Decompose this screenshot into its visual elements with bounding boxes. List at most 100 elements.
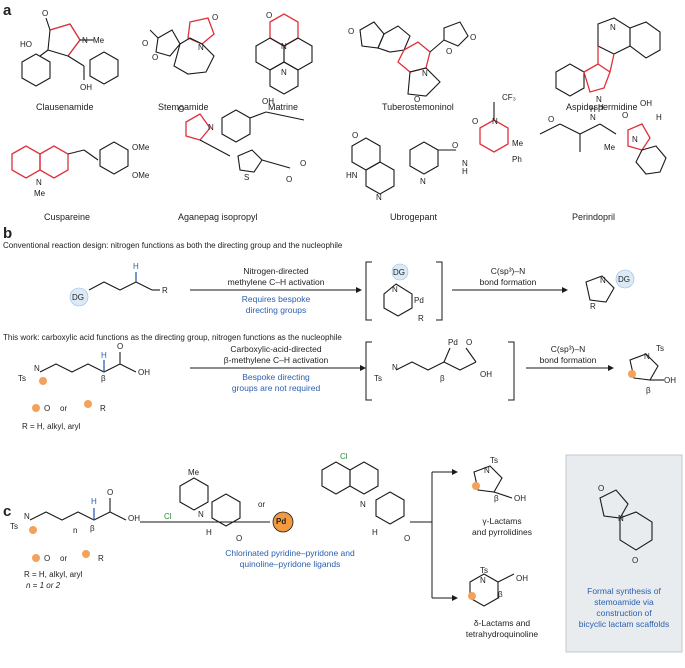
step2-line2: bond formation — [479, 277, 537, 287]
atom-dg-intermediate: DG — [393, 268, 405, 277]
legend-r-b: R — [100, 404, 106, 413]
svg-text:Me: Me — [604, 143, 616, 152]
step4-line1: C(sp³)–N — [550, 344, 586, 354]
step2-label: C(sp³)–N bond formation — [458, 266, 558, 288]
or-ligand: or — [258, 500, 266, 509]
caption-matrine: Matrine — [268, 102, 299, 112]
step4-label: C(sp³)–N bond formation — [528, 344, 608, 366]
r-definition-b: R = H, alkyl, aryl — [22, 422, 81, 431]
atom-beta-int: β — [440, 374, 445, 383]
dg-circle-intermediate — [391, 263, 409, 281]
atom-beta-c1: β — [90, 524, 95, 533]
svg-text:N: N — [36, 178, 42, 187]
svg-text:N: N — [281, 42, 287, 51]
atom-n-b1: N — [34, 364, 40, 373]
svg-text:OH: OH — [80, 83, 92, 92]
caption-cuspareine: Cuspareine — [44, 212, 91, 222]
svg-text:Me: Me — [93, 36, 105, 45]
atom-o-stem1: O — [598, 484, 605, 493]
legend-o-c: O — [44, 554, 51, 563]
panel-label-b: b — [3, 225, 13, 242]
conventional-title: Conventional reaction design: nitrogen f… — [3, 241, 343, 250]
step1-note-line1: Requires bespoke — [241, 294, 311, 304]
step1-label: Nitrogen-directed methylene C–H activati… — [206, 266, 346, 288]
step2-line1: C(sp³)–N — [490, 266, 526, 276]
atom-oh-gamma: OH — [514, 494, 526, 503]
svg-text:Me: Me — [34, 189, 46, 198]
svg-text:Ph: Ph — [512, 155, 522, 164]
orange-dot-legend-b — [32, 404, 40, 412]
svg-text:H: H — [598, 103, 604, 112]
svg-text:N: N — [208, 123, 214, 132]
ligand-caption: Chlorinated pyridine–pyridone and quinol… — [210, 548, 370, 570]
svg-text:CF₃: CF₃ — [502, 93, 516, 102]
atom-ts-prod-b: Ts — [656, 344, 664, 353]
atom-ts-b1: Ts — [18, 374, 26, 383]
panel-label-a: a — [3, 2, 12, 19]
svg-text:H: H — [590, 105, 596, 114]
atom-n-sub-c1: n — [73, 526, 78, 535]
stem-line4: bicyclic lactam scaffolds — [578, 619, 670, 629]
orange-dot-c3 — [468, 592, 476, 600]
orange-dot-legend-b2 — [84, 400, 92, 408]
legend-o-b: O — [44, 404, 51, 413]
atom-oh-delta: OH — [516, 574, 528, 583]
atom-n-prod-b: N — [644, 352, 650, 361]
matrine-structure: O N N — [255, 11, 313, 95]
svg-text:O: O — [152, 53, 158, 62]
svg-text:OH: OH — [262, 97, 274, 106]
svg-text:O: O — [300, 159, 306, 168]
atom-n-product: N — [600, 276, 606, 285]
atom-ts-int: Ts — [374, 374, 382, 383]
atom-pd-int: Pd — [448, 338, 458, 347]
svg-text:O: O — [142, 39, 148, 48]
atom-n-stem: N — [618, 514, 624, 523]
atom-beta-prod-b: β — [646, 386, 651, 395]
svg-text:N: N — [596, 95, 602, 104]
atom-n-gamma: N — [484, 466, 490, 475]
caption-perindopril: Perindopril — [572, 212, 616, 222]
dg-circle-start — [69, 287, 89, 307]
atom-o-stem2: O — [632, 556, 639, 565]
product-gamma-line1: γ-Lactams — [482, 516, 522, 526]
svg-text:H: H — [462, 167, 468, 176]
svg-text:N: N — [281, 68, 287, 77]
step3-note-line1: Bespoke directing — [242, 372, 310, 382]
step3-note-line2: groups are not required — [231, 383, 321, 393]
svg-text:HN: HN — [346, 171, 358, 180]
atom-n-intermediate: N — [392, 285, 398, 294]
clausenamide-structure: O N Me HO OH — [20, 9, 119, 92]
caption-aspidospermidine: Aspidospermidine — [566, 102, 638, 112]
svg-text:O: O — [622, 111, 628, 120]
svg-text:O: O — [414, 95, 420, 104]
atom-n-ligand1: N — [198, 510, 204, 519]
orange-dot-b1 — [39, 377, 47, 385]
atom-pd-intermediate: Pd — [414, 296, 424, 305]
orange-dot-legend-c — [32, 554, 40, 562]
atom-oh-c1: OH — [128, 514, 140, 523]
stemoamide-box-caption: Formal synthesis of stemoamide via const… — [568, 586, 680, 630]
caption-ubrogepant: Ubrogepant — [390, 212, 438, 222]
atom-hn-ligand2: H — [372, 528, 378, 537]
svg-text:O: O — [178, 105, 184, 114]
atom-o-ligand1: O — [236, 534, 243, 543]
svg-text:N: N — [590, 113, 596, 122]
svg-text:O: O — [42, 9, 48, 18]
n-definition-c: n = 1 or 2 — [26, 581, 61, 590]
stem-line2: stemoamide via — [594, 597, 654, 607]
product-gamma-caption: γ-Lactams and pyrrolidines — [462, 516, 542, 538]
svg-text:OMe: OMe — [132, 143, 150, 152]
step3-label: Carboxylic-acid-directed β-methylene C–H… — [206, 344, 346, 366]
atom-h-blue-2: H — [101, 351, 107, 360]
stem-line1: Formal synthesis of — [587, 586, 661, 596]
atom-n-ligand2: N — [360, 500, 366, 509]
orange-dot-c1 — [29, 526, 37, 534]
svg-text:O: O — [352, 131, 358, 140]
svg-text:N: N — [82, 36, 88, 45]
atom-me-ligand: Me — [188, 468, 200, 477]
caption-clausenamide: Clausenamide — [36, 102, 94, 112]
atom-o-b1: O — [117, 342, 124, 351]
product-delta-caption: δ-Lactams and tetrahydroquinoline — [462, 618, 542, 640]
svg-text:O: O — [470, 33, 476, 42]
